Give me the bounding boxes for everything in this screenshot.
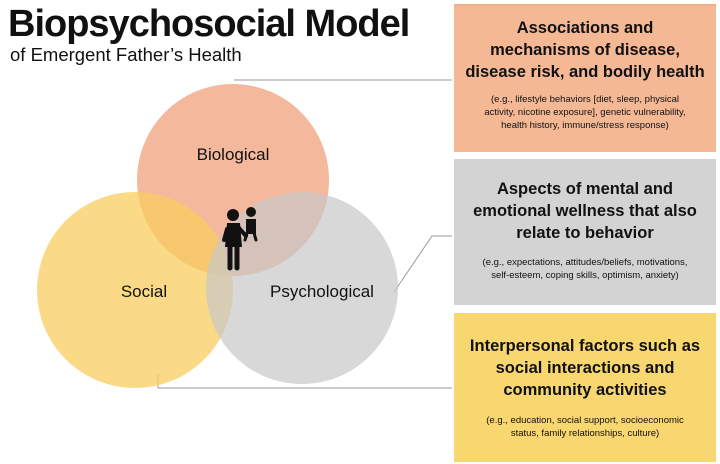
biological-description-box: Associations and mechanisms of disease, …: [454, 4, 716, 152]
psychological-circle: [206, 192, 398, 384]
page-title: Biopsychosocial Model: [8, 3, 410, 45]
venn-diagram: Biological Social Psychological: [37, 79, 452, 389]
father-holding-child-icon: [222, 207, 258, 271]
page-subtitle: of Emergent Father’s Health: [10, 44, 242, 65]
psychological-label: Psychological: [270, 282, 374, 301]
psychological-description-box: Aspects of mental and emotional wellness…: [454, 159, 716, 305]
biological-label: Biological: [197, 145, 270, 164]
social-circle: [37, 192, 233, 388]
social-description-box: Interpersonal factors such as social int…: [454, 313, 716, 462]
connector-psychological: [393, 235, 452, 293]
psychological-examples: (e.g., expectations, attitudes/beliefs, …: [482, 257, 688, 281]
social-label: Social: [121, 282, 167, 301]
social-heading: Interpersonal factors such as social int…: [469, 337, 701, 399]
biological-examples: (e.g., lifestyle behaviors [diet, sleep,…: [484, 94, 686, 131]
social-examples: (e.g., education, social support, socioe…: [486, 415, 684, 439]
psychological-heading: Aspects of mental and emotional wellness…: [473, 180, 697, 242]
biological-heading: Associations and mechanisms of disease, …: [465, 19, 705, 81]
